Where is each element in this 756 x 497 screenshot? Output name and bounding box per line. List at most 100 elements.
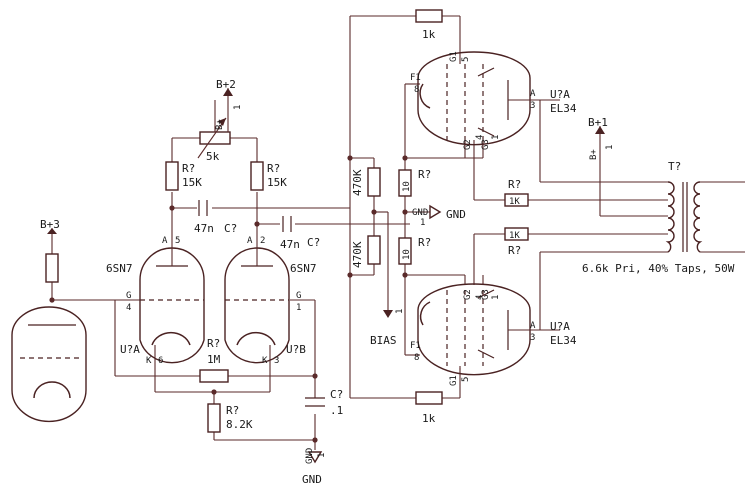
wiring [51,15,745,450]
el34a-g2-num: 4 [475,135,485,140]
c3-ref: C? [330,388,343,401]
plate-resistors: R? 15K R? 15K [165,161,287,191]
sense-resistors: 10 10 [398,169,412,265]
el34a-g3-num: 1 [491,135,501,140]
pin-a2: A [247,236,253,246]
grid-resistors: 470K R? 470K R? [351,167,431,268]
pot-value: 5k [206,150,220,163]
pin-g2: G [296,291,301,301]
el34a-g3: G3 [481,139,491,150]
r-plate1-ref: R? [182,162,195,175]
triode-6sn7-b: A 2 G 1 K 3 6SN7 U?B [224,236,317,366]
gnd-mid-pin: 1 [420,218,425,228]
junctions [49,155,408,443]
gnd-mid-label: GND [412,208,428,218]
bias-label: BIAS [370,334,397,347]
el34b-f: F1 [410,341,421,351]
pin-g1: G [126,291,131,301]
r-tail-ref: R? [207,337,220,350]
pin-k2: K [262,356,268,366]
el34a-g1: G1 [449,51,459,62]
b3-supply: B+3 [40,218,60,283]
el34b-a-num: 3 [530,333,535,343]
c3-val: .1 [330,404,343,417]
tube2-ref: U?B [286,343,306,356]
tube1-type: 6SN7 [106,262,133,275]
r-sense1-val: 10 [402,181,412,192]
transformer-spec: 6.6k Pri, 40% Taps, 50W [582,262,735,275]
r-g1-top-val: 1k [422,28,436,41]
r-g2-bot-val: 1K [509,231,520,241]
screen-resistors: 1K R? 1K R? [504,178,529,257]
el34a-a: A [530,89,536,99]
pin-g1-num: 4 [126,303,131,313]
bias-pin: 1 [395,309,405,314]
el34b-f-num: 8 [414,353,419,363]
pin-g2-num: 1 [296,303,301,313]
r-g2-top-ref: R? [508,178,521,191]
ground-mid: GND 1 GND [412,204,466,228]
r-cath-ref: R? [226,404,239,417]
pin-k1-num: 6 [158,356,163,366]
el34a-f: F1 [410,73,421,83]
el34b-g2-num: 4 [475,295,485,300]
el34b-g1: G1 [449,375,459,386]
el34b-a: A [530,321,536,331]
ground-bottom: GND 1 GND [302,448,327,486]
el34a-a-num: 3 [530,101,535,111]
el34a-g2: G2 [463,139,473,150]
el34a-type: EL34 [550,102,577,115]
tube2-type: 6SN7 [290,262,317,275]
r-sense2-val: 10 [402,249,412,260]
el34a-g1-num: 5 [461,57,471,62]
el34b-g1-num: 5 [461,377,471,382]
gnd-bottom-vert: GND [305,448,315,464]
r-plate1-val: 15K [182,176,202,189]
input-triode [11,306,87,423]
b2-pin: 1 [233,105,243,110]
el34a-f-num: 8 [414,85,419,95]
r-plate2-val: 15K [267,176,287,189]
pin-k1: K [146,356,152,366]
c2-ref: C? [307,236,320,249]
c1-val: 47n [194,222,214,235]
r-g2-top-val: 1K [509,197,520,207]
transformer-ref: T? [668,160,681,173]
pin-a2-num: 2 [260,236,265,246]
pin-a1-num: 5 [175,236,180,246]
b2-label: B+2 [216,78,236,91]
grid-stoppers: 1k 1k [415,9,443,425]
triode-6sn7-a: A 5 G 4 K 6 6SN7 U?A [106,236,205,366]
tube1-ref: U?A [120,343,140,356]
r-plate2-ref: R? [267,162,280,175]
r-grid2-val: 470K [351,241,364,268]
b1-vert: B+ [589,149,599,160]
r-grid1-ref: R? [418,168,431,181]
gnd-bottom-label: GND [302,473,322,486]
b1-supply: B+1 B+ 1 [588,116,615,160]
c1-ref: C? [224,222,237,235]
b1-label: B+1 [588,116,608,129]
bias-terminal: 1 BIAS [370,309,405,347]
el34b-g2: G2 [463,289,473,300]
c2-val: 47n [280,238,300,251]
b3-label: B+3 [40,218,60,231]
r-grid1-val: 470K [351,169,364,196]
r-cath-val: 8.2K [226,418,253,431]
b2-vert: B+ [215,119,225,130]
b1-pin: 1 [605,145,615,150]
el34b-type: EL34 [550,334,577,347]
pin-a1: A [162,236,168,246]
output-transformer: T? 6.6k Pri, 40% Taps, 50W [582,160,735,275]
pin-k2-num: 3 [274,356,279,366]
pentode-el34-bottom: G1 5 F1 8 A 3 G2 4 G3 1 U?A EL34 [410,283,577,386]
pentode-el34-top: G1 5 F1 8 A 3 G2 4 G3 1 U?A EL34 [410,51,577,150]
balance-pot: 5k [197,117,231,163]
r-g2-bot-ref: R? [508,244,521,257]
r-g1-bot-val: 1k [422,412,436,425]
r-grid2-ref: R? [418,236,431,249]
b2-supply: B+2 B+ 1 [215,78,243,132]
el34b-ref: U?A [550,320,570,333]
gnd-mid-text: GND [446,208,466,221]
